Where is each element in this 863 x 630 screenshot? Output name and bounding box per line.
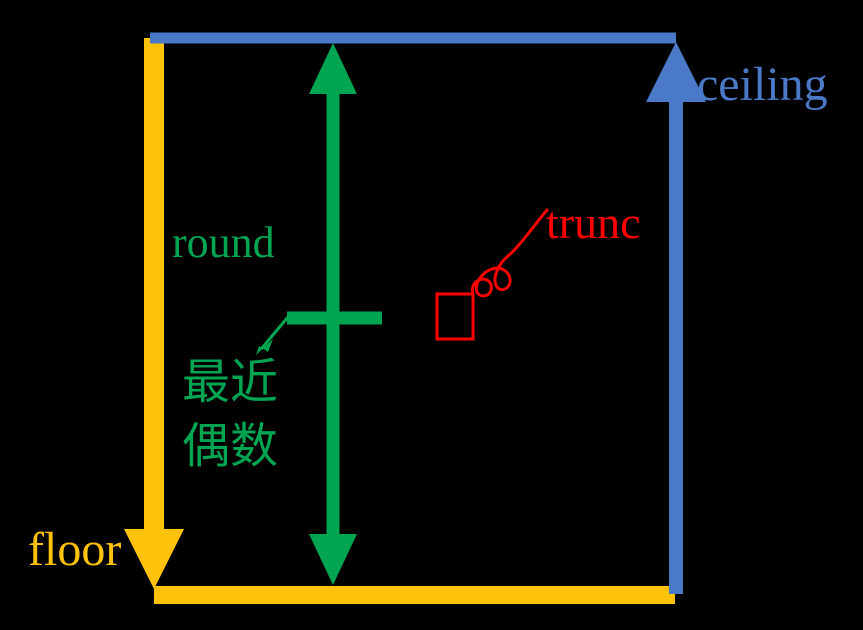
round-label: round [172,218,275,267]
ceiling-arrowhead-icon [646,42,706,102]
round-arrowhead-down-icon [309,534,357,585]
floor-label: floor [28,523,121,576]
nearest-even-pointer-line [260,315,290,350]
ceiling-label: ceiling [697,58,828,111]
nearest-even-label-line2: 偶数 [182,418,278,474]
floor-arrow-group [124,38,675,604]
round-arrowhead-up-icon [309,43,357,94]
floor-arrowhead-icon [124,529,184,589]
trunc-group [435,208,549,341]
trunc-label: trunc [546,197,641,248]
round-arrow-group [256,43,382,585]
nearest-even-pointer-arrowhead-icon [256,339,273,355]
trunc-curly-leader-line [470,208,549,298]
trunc-square-icon [435,292,475,341]
ceiling-arrow-group [150,32,706,594]
nearest-even-label-line1: 最近 [182,354,278,410]
